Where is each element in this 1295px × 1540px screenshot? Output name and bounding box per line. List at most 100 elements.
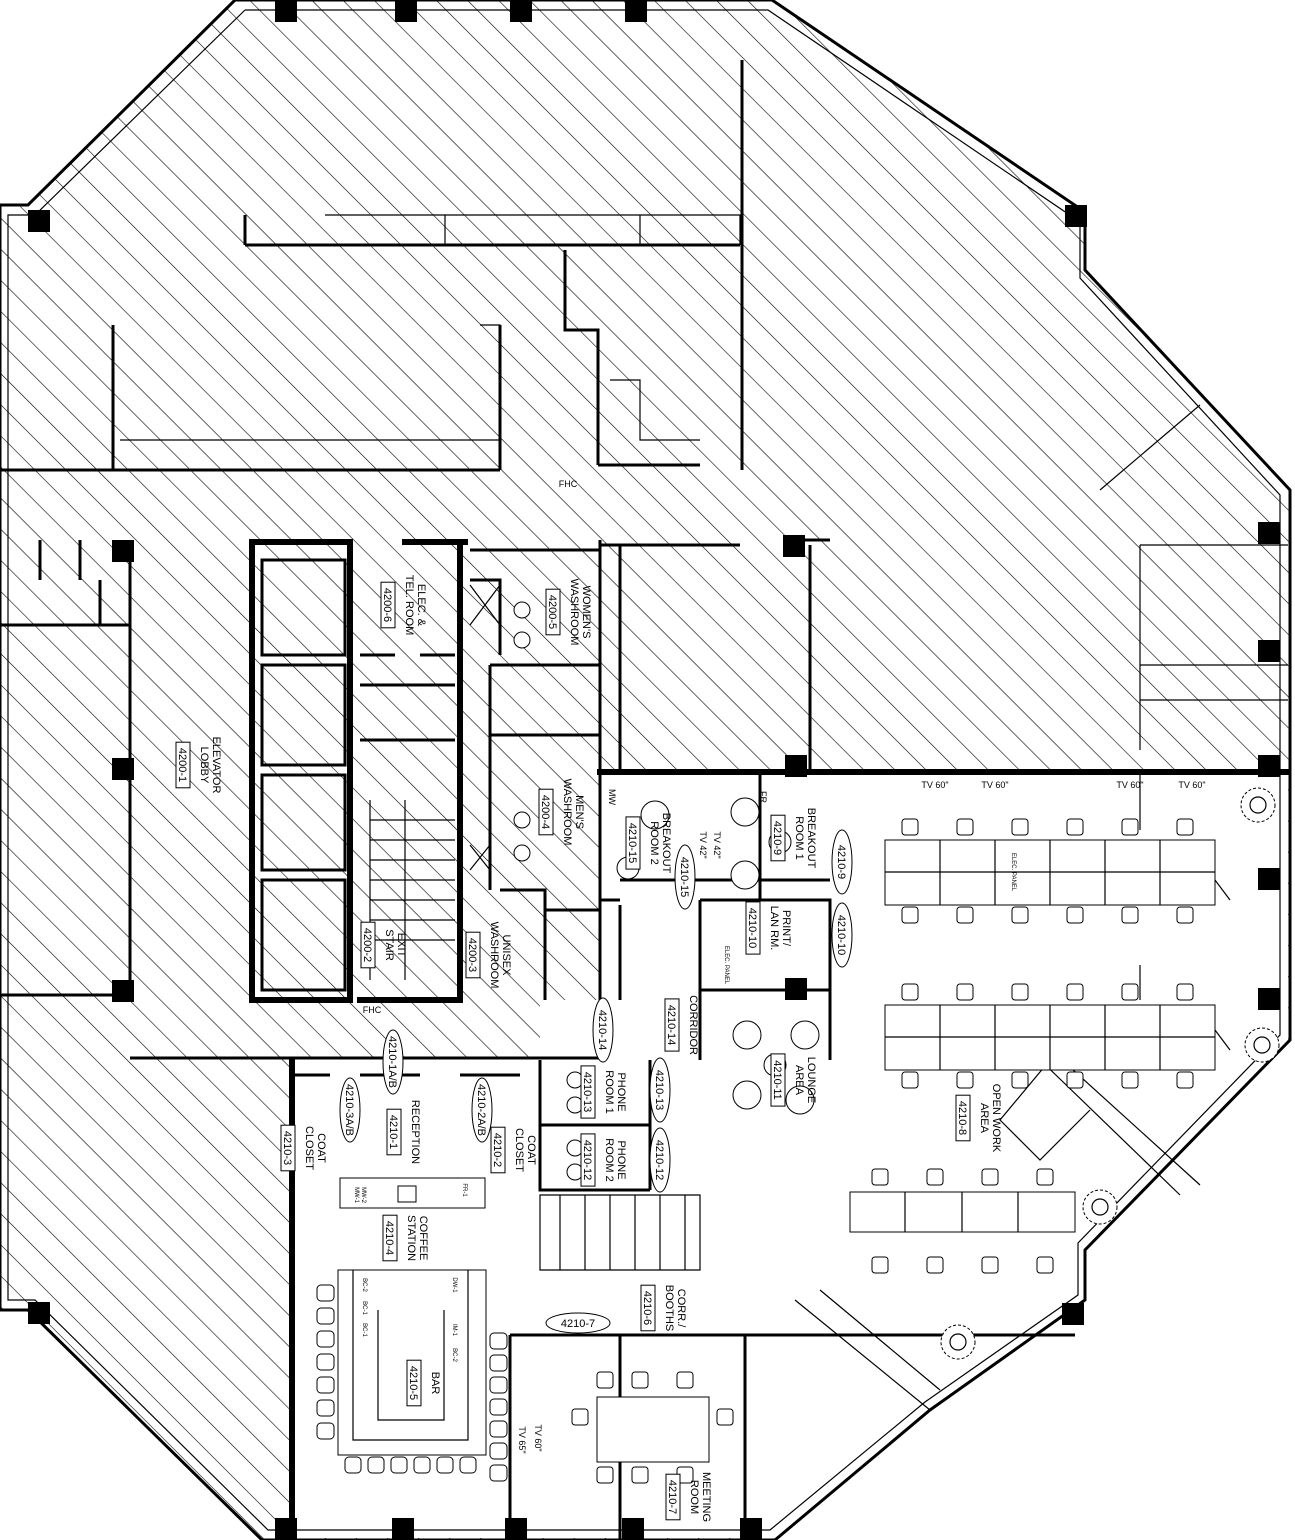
room-number: 4210-2: [491, 1133, 503, 1167]
door-tag-ellipse: [831, 829, 853, 895]
room-number-box: [955, 1094, 971, 1142]
plant-icon: [949, 1333, 967, 1351]
column: [785, 755, 807, 777]
column: [112, 540, 134, 562]
equipment-label: BC-1: [361, 1323, 367, 1337]
room-name: LOUNGE: [805, 1057, 817, 1103]
chair: [1176, 1071, 1194, 1089]
room-number: 4210-1: [387, 1115, 399, 1149]
room-name: LAN RM.: [768, 906, 780, 951]
column: [392, 1518, 414, 1540]
equipment-tag: BC-1: [361, 1323, 367, 1337]
chair: [926, 1168, 944, 1186]
tenant-suite-area: [292, 772, 1288, 1538]
lounge-chair: [640, 800, 670, 830]
column: [112, 980, 134, 1002]
room-name: ROOM 1: [603, 1070, 615, 1113]
room-name: BREAKOUT: [805, 808, 817, 869]
room-number-box: [465, 931, 481, 979]
seat: [513, 844, 531, 862]
door-tag: 4210-12: [649, 1127, 671, 1193]
room-number-box: [382, 1214, 398, 1262]
structural-columns: [28, 0, 1280, 1540]
annotation-label: MW: [607, 789, 617, 805]
equipment-tag: MW-1: [353, 1187, 359, 1204]
column: [505, 1518, 527, 1540]
room-name: STATION: [405, 1215, 417, 1261]
annotation: TV 42": [698, 831, 708, 858]
chair: [596, 1371, 614, 1389]
door-tag-ellipse: [339, 1077, 361, 1143]
equipment-label: MW-2: [360, 1187, 366, 1204]
annotation-label: TV 60": [1116, 780, 1143, 790]
chair: [1176, 906, 1194, 924]
column: [510, 0, 532, 22]
room-name: STAIR: [383, 929, 395, 961]
door-tag-ellipse: [382, 1029, 404, 1095]
chair: [1066, 1071, 1084, 1089]
door-tag-label: 4210-7: [561, 1318, 595, 1330]
door-tag-label: 4210-10: [835, 915, 847, 955]
room-number: 4200-5: [546, 595, 558, 629]
annotation-label: FR: [758, 791, 768, 803]
walls: [0, 60, 1291, 1540]
room-name: ROOM: [688, 1480, 700, 1514]
door-tag-ellipse: [545, 1312, 611, 1334]
bar-stool: [316, 1422, 335, 1440]
chair: [571, 1408, 589, 1426]
chair: [981, 1168, 999, 1186]
equipment-label: BC-1: [361, 1301, 367, 1315]
chair: [1036, 1256, 1054, 1274]
equipment-tag: DW-1: [451, 1277, 457, 1293]
room-number: 4210-9: [771, 821, 783, 855]
chair: [1121, 1071, 1139, 1089]
bar-stool: [390, 1456, 408, 1474]
room-number-box: [386, 1108, 402, 1156]
annotation-label: TV 60": [1178, 780, 1205, 790]
chair: [1066, 983, 1084, 1001]
door-tag: 4210-10: [831, 902, 853, 968]
room-number-box: [580, 1065, 596, 1119]
bar-stool: [316, 1376, 335, 1394]
room-number-box: [625, 816, 641, 870]
annotation: FHC: [559, 479, 578, 489]
annotation-label: TV 42": [712, 831, 722, 858]
room-name: ROOM 2: [603, 1138, 615, 1181]
door-tag-ellipse: [649, 1127, 671, 1193]
meeting-table: [596, 1396, 710, 1463]
chair: [901, 906, 919, 924]
annotation: TV 60": [533, 1424, 543, 1451]
room-name: WASHROOM: [568, 579, 580, 646]
lounge-chair: [732, 1080, 762, 1110]
plant-icon: [940, 1324, 976, 1360]
room-number: 4210-5: [407, 1366, 419, 1400]
chair: [1036, 1168, 1054, 1186]
equipment-tag: MW-2: [360, 1187, 366, 1204]
lounge-chair: [785, 1085, 815, 1115]
room-number-box: [580, 1133, 596, 1187]
annotation-label: TV 60": [981, 780, 1008, 790]
door-tag: 4210-1A/B: [382, 1029, 404, 1095]
chair: [956, 1071, 974, 1089]
chair: [631, 1466, 649, 1484]
door-tag-ellipse: [592, 997, 614, 1063]
annotation-label: FHC: [559, 479, 578, 489]
annotation: TV 60": [921, 780, 948, 790]
annotation-label: TV 60": [921, 780, 948, 790]
room-name: MEETING: [700, 1472, 712, 1522]
room-name: WASHROOM: [561, 779, 573, 846]
lounge-chair: [730, 797, 760, 827]
room-name: AREA: [978, 1103, 990, 1134]
bar-stool: [489, 1398, 508, 1416]
door-tag: 4210-9: [831, 829, 853, 895]
annotation: TV 60": [981, 780, 1008, 790]
seat: [513, 601, 531, 619]
door-tag: 4210-15: [674, 844, 696, 910]
